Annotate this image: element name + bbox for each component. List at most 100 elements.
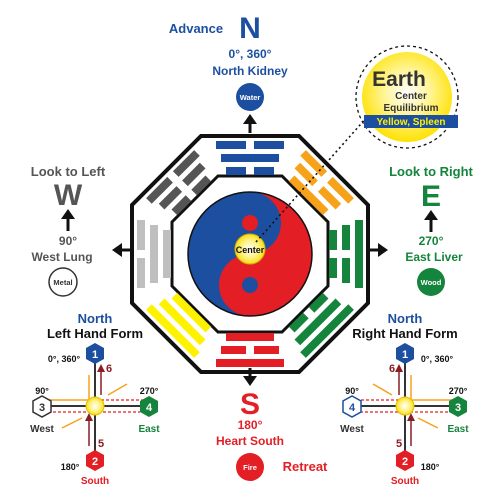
metal-badge <box>48 267 78 297</box>
right-hand-form: North Right Hand Form 1 0°, 360° 6 90° 4… <box>340 311 469 487</box>
water-label: Water <box>240 93 261 102</box>
retreat-label: Retreat <box>283 459 328 474</box>
fire-label: Fire <box>243 463 257 472</box>
left-form-title2: Left Hand Form <box>47 326 143 341</box>
trigram-bar <box>158 298 206 346</box>
trigram-bar <box>254 141 284 149</box>
fire-badge <box>236 453 264 481</box>
earth-line2: Equilibrium <box>384 103 439 114</box>
right-form-east: East <box>447 424 469 435</box>
svg-text:2: 2 <box>402 456 408 468</box>
water-badge <box>236 83 264 111</box>
left-form-west: West <box>30 424 54 435</box>
left-form-w-deg: 90° <box>35 386 49 396</box>
west-organ: West Lung <box>31 250 92 264</box>
svg-text:4: 4 <box>349 402 356 414</box>
north-arrow <box>243 114 257 133</box>
right-form-title2: Right Hand Form <box>352 326 457 341</box>
yin-yang-blue-dot <box>242 277 258 293</box>
trigram-bar <box>216 141 246 149</box>
right-form-n-deg: 0°, 360° <box>421 354 454 364</box>
trigram-bar <box>294 298 342 346</box>
left-form-n-marker: 1 <box>86 343 104 364</box>
earth-line1: Center <box>395 91 427 102</box>
svg-text:4: 4 <box>146 402 153 414</box>
right-form-s-marker: 2 <box>396 450 414 471</box>
trigram-bar <box>288 312 309 333</box>
north-group: Advance N 0°, 360° North Kidney Water <box>169 12 288 133</box>
trigram-bar <box>355 220 363 288</box>
right-form-center <box>395 396 415 416</box>
right-form-w-marker: 4 <box>342 395 362 418</box>
left-hand-form: North Left Hand Form 1 0°, 360° 6 90° 3 … <box>30 311 160 487</box>
west-letter: W <box>54 179 83 212</box>
west-label: Look to Left <box>31 164 106 179</box>
trigram-bar <box>221 346 246 354</box>
svg-text:1: 1 <box>92 349 98 361</box>
right-form-w-deg: 90° <box>345 386 359 396</box>
trigram-bar <box>254 167 274 175</box>
trigram-bar <box>158 186 183 210</box>
earth-pointer <box>255 115 369 243</box>
east-degrees: 270° <box>419 234 444 248</box>
south-group: S 180° Heart South Fire Retreat <box>216 368 328 481</box>
north-degrees: 0°, 360° <box>229 47 272 61</box>
trigram-bar <box>308 292 329 313</box>
wood-badge <box>417 268 445 296</box>
trigram-bar <box>327 176 354 204</box>
earth-callout: Earth Center Equilibrium Yellow, Spleen <box>355 45 459 149</box>
trigram-bar <box>329 258 337 278</box>
right-form-num6: 6 <box>389 363 395 375</box>
svg-text:2: 2 <box>92 456 98 468</box>
east-label: Look to Right <box>389 164 473 179</box>
trigram-bar <box>288 175 329 216</box>
yin-yang-red-dot <box>242 215 258 231</box>
svg-text:3: 3 <box>455 402 461 414</box>
trigram-bars <box>137 141 363 367</box>
south-degrees: 180° <box>238 418 263 432</box>
earth-line3-bg <box>364 115 458 128</box>
south-letter: S <box>240 388 260 421</box>
left-form-s-marker: 2 <box>86 450 104 471</box>
left-form-title1: North <box>78 311 113 326</box>
left-form-num6: 6 <box>106 363 112 375</box>
left-form-center <box>85 396 105 416</box>
trigram-bar <box>146 176 173 204</box>
wood-label: Wood <box>421 278 442 287</box>
south-organ: Heart South <box>216 434 284 448</box>
trigram-bar <box>342 225 350 250</box>
earth-title: Earth <box>372 68 426 91</box>
trigram-bar <box>171 195 192 216</box>
trigram-bar <box>146 304 200 358</box>
trigram-bar <box>150 225 158 283</box>
right-form-n-marker: 1 <box>396 343 414 364</box>
right-form-south: South <box>391 476 419 487</box>
trigram-bar <box>226 167 246 175</box>
trigram-bar <box>137 258 145 288</box>
west-up-arrow <box>61 209 75 231</box>
left-form-south: South <box>81 476 109 487</box>
svg-text:1: 1 <box>402 349 408 361</box>
east-group: Look to Right E 270° East Liver Wood <box>370 164 474 296</box>
right-form-title1: North <box>388 311 423 326</box>
east-arrow <box>370 243 388 257</box>
earth-line3: Yellow, Spleen <box>376 117 445 128</box>
trigram-bar <box>226 333 274 341</box>
left-form-w-marker: 3 <box>32 395 52 418</box>
trigram-bar <box>191 175 212 196</box>
trigram-bar <box>342 258 350 283</box>
trigram-bar <box>294 162 318 187</box>
left-form-e-deg: 270° <box>140 386 159 396</box>
yin-yang: Center <box>187 191 313 317</box>
west-arrow <box>112 243 130 257</box>
trigram-bar <box>216 359 284 367</box>
right-form-s-deg: 180° <box>421 462 440 472</box>
trigram-bar <box>254 346 279 354</box>
trigram-bar <box>137 220 145 250</box>
trigram-bar <box>329 230 337 250</box>
left-form-num5: 5 <box>98 438 104 450</box>
right-form-num5: 5 <box>396 438 402 450</box>
south-arrow <box>243 368 257 386</box>
east-up-arrow <box>424 210 438 232</box>
